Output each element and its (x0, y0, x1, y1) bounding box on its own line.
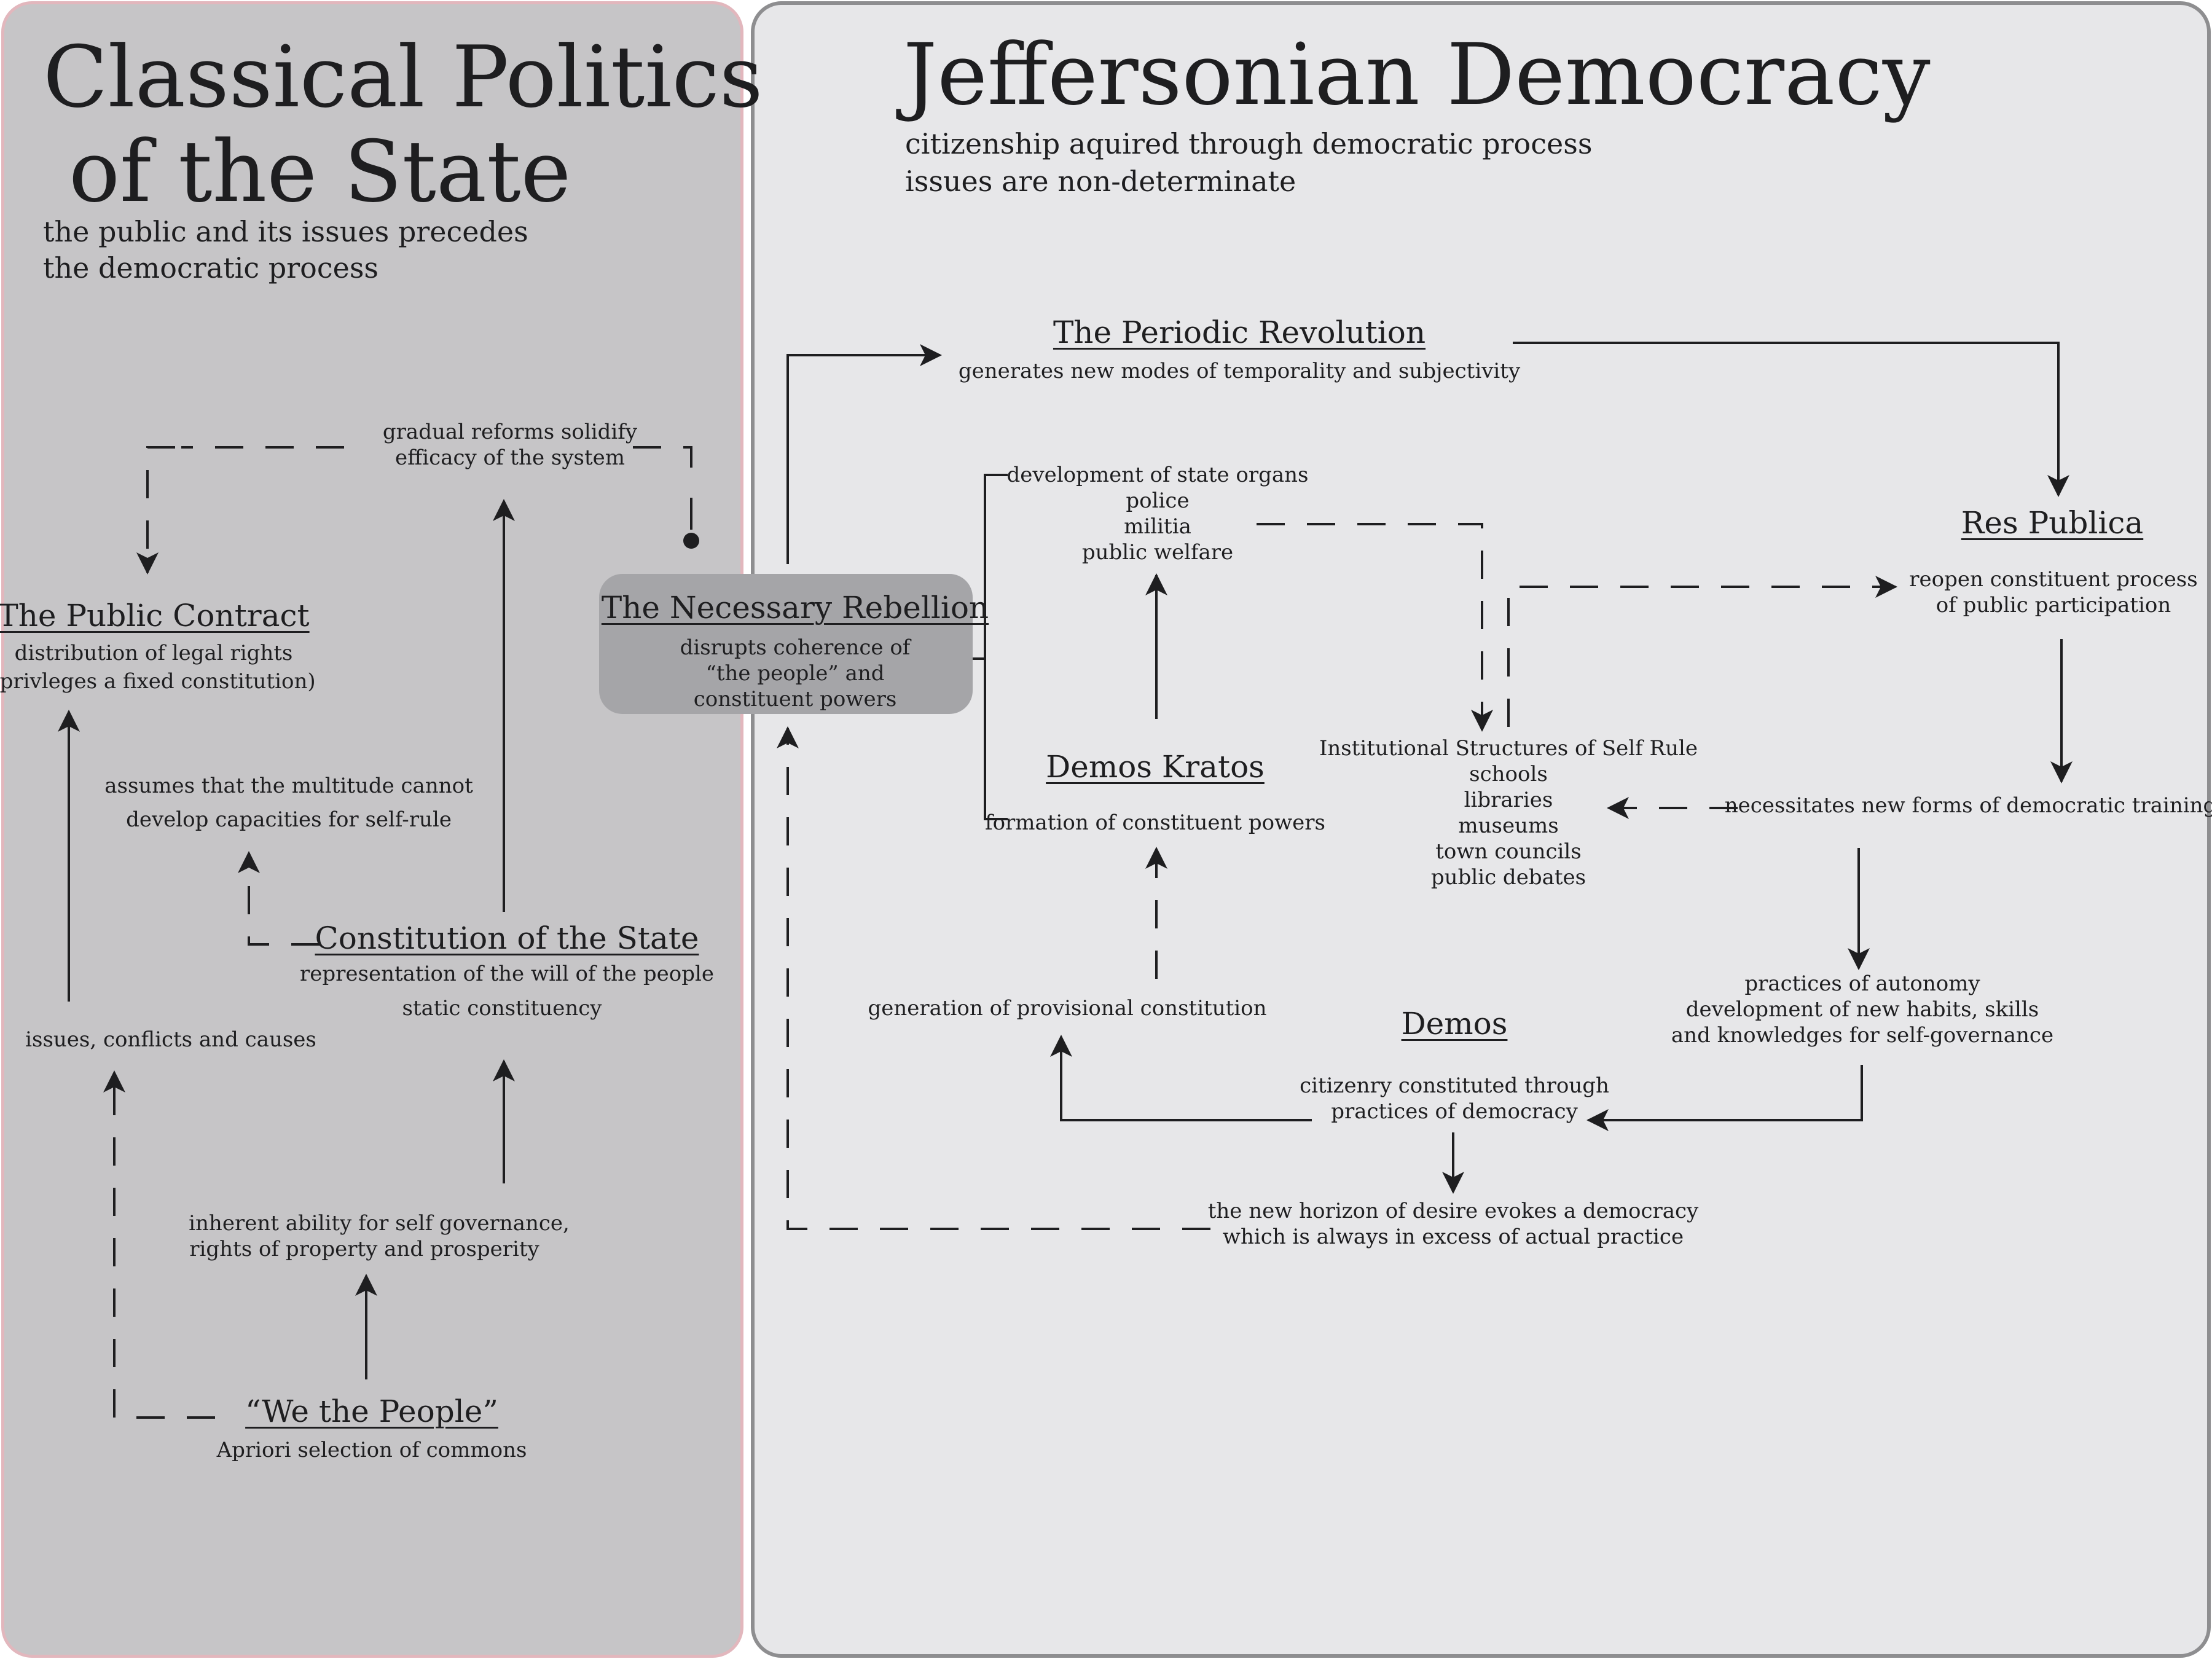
we-the-people-line1: Apriori selection of commons (216, 1438, 527, 1462)
multitude-line1: assumes that the multitude cannot (104, 774, 473, 798)
demos-line2: practices of democracy (1331, 1099, 1578, 1124)
jeffersonian-democracy-panel (751, 1, 2211, 1658)
state-organs-line1: development of state organs (1006, 463, 1309, 487)
training-text: necessitates new forms of democratic tra… (1724, 793, 2212, 818)
reforms-endpoint-dot (683, 533, 699, 549)
we-the-people-heading: “We the People” (245, 1394, 498, 1429)
autonomy-line3: and knowledges for self-governance (1671, 1023, 2054, 1048)
arrow-reforms-to-contract (136, 446, 175, 575)
arrow-demos-to-provisional (1050, 1035, 1312, 1121)
bracket-rebellion-right (973, 474, 1008, 820)
periodic-revolution-line1: generates new modes of temporality and s… (958, 359, 1521, 383)
arrow-horizon-to-rebellion (777, 726, 1210, 1230)
right-subtitle-line2: issues are non-determinate (905, 165, 1296, 198)
left-title-line2: of the State (69, 122, 571, 221)
arrow-institutions-to-respublica (1507, 576, 1897, 727)
public-contract-line1: distribution of legal rights (14, 641, 293, 665)
necessary-rebellion-box (599, 574, 973, 714)
left-subtitle-line1: the public and its issues precedes (43, 215, 528, 248)
res-publica-line1: reopen constituent process (1909, 567, 2198, 592)
arrow-organs-to-institutions (1257, 523, 1493, 732)
demos-line1: citizenry constituted through (1300, 1073, 1609, 1098)
arrow-rebellion-to-revolution (786, 344, 942, 564)
horizon-line1: the new horizon of desire evokes a democ… (1207, 1199, 1699, 1223)
issues-text: issues, conflicts and causes (25, 1027, 316, 1052)
public-contract-line2: (privleges a fixed constitution) (0, 669, 316, 694)
institutional-line1: Institutional Structures of Self Rule (1319, 736, 1698, 761)
constitution-heading: Constitution of the State (315, 920, 699, 956)
res-publica-line2: of public participation (1936, 593, 2171, 618)
institutional-line5: town councils (1435, 839, 1582, 864)
inherent-line1: inherent ability for self governance, (189, 1211, 570, 1236)
constitution-line2: static constituency (402, 996, 602, 1021)
public-contract-heading: The Public Contract (0, 598, 310, 633)
state-organs-line4: public welfare (1081, 540, 1234, 565)
constitution-line1: representation of the will of the people (300, 962, 714, 986)
autonomy-line1: practices of autonomy (1744, 971, 1980, 996)
state-organs-line3: militia (1124, 514, 1191, 539)
left-subtitle-line2: the democratic process (43, 251, 379, 284)
arrow-constitution-to-multitude (238, 851, 320, 946)
institutional-line3: libraries (1464, 788, 1553, 812)
autonomy-line2: development of new habits, skills (1685, 997, 2039, 1022)
rebellion-line2: “the people” and (705, 661, 885, 686)
rebellion-line3: constituent powers (693, 687, 897, 712)
institutional-line4: museums (1458, 814, 1559, 838)
dash-reforms-right (633, 446, 692, 485)
gradual-reforms-line1: gradual reforms solidify (382, 420, 638, 444)
periodic-revolution-heading: The Periodic Revolution (1053, 315, 1426, 350)
demos-kratos-heading: Demos Kratos (1046, 749, 1265, 785)
arrow-revolution-to-respublica (1513, 342, 2069, 497)
demos-kratos-line1: formation of constituent powers (985, 810, 1325, 835)
gradual-reforms-line2: efficacy of the system (395, 445, 625, 470)
right-title: Jeffersonian Democracy (903, 25, 1931, 124)
inherent-line2: rights of property and prosperity (189, 1237, 539, 1261)
rebellion-line1: disrupts coherence of (680, 635, 911, 660)
state-organs-line2: police (1126, 488, 1190, 513)
rebellion-heading: The Necessary Rebellion (601, 590, 989, 626)
res-publica-heading: Res Publica (1961, 505, 2144, 541)
arrow-people-to-issues (103, 1070, 215, 1419)
horizon-line2: which is always in excess of actual prac… (1222, 1225, 1684, 1249)
right-subtitle-line1: citizenship aquired through democratic p… (905, 127, 1593, 160)
demos-heading: Demos (1401, 1006, 1508, 1041)
provisional-text: generation of provisional constitution (868, 996, 1267, 1021)
left-title-line1: Classical Politics (43, 28, 763, 127)
arrow-autonomy-to-demos (1586, 1065, 1863, 1131)
institutional-line6: public debates (1430, 865, 1586, 890)
multitude-line2: develop capacities for self-rule (126, 807, 452, 832)
classical-politics-panel (1, 1, 743, 1658)
institutional-line2: schools (1469, 762, 1548, 786)
